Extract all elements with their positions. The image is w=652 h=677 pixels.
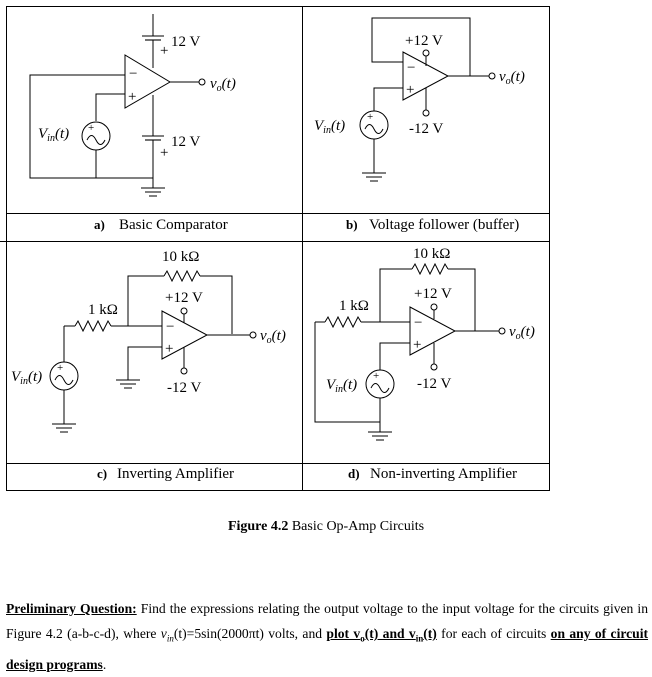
circuit-b-follower: +12 V − + vo(t) + Vin(t) -12 V b) Voltag… <box>314 17 525 233</box>
inverting-sign: − <box>407 60 415 76</box>
vout-label-d: vo(t) <box>509 324 535 342</box>
noninverting-sign: + <box>406 82 414 98</box>
question-heading: Preliminary Question: <box>6 601 137 616</box>
noninverting-sign: + <box>165 341 173 357</box>
input-resistor <box>324 315 362 329</box>
rin-label: 1 kΩ <box>88 302 118 318</box>
formula: (t)=5sin(2000πt) <box>173 626 264 641</box>
supply-bottom-plus: + <box>160 145 168 161</box>
feedback-resistor <box>163 269 201 283</box>
source-plus: + <box>367 111 373 123</box>
circuit-d-noninverting: 10 kΩ 1 kΩ − + +12 V vo(t) + Vin(t) <box>314 246 535 482</box>
caption-a: Basic Comparator <box>119 217 228 233</box>
caption-letter-b: b) <box>346 217 358 232</box>
ground-symbol <box>116 379 140 389</box>
op-amp <box>124 54 171 109</box>
supply-top-label: 12 V <box>171 34 200 50</box>
rf-label: 10 kΩ <box>162 249 199 265</box>
source-plus: + <box>373 370 379 382</box>
op-amp <box>409 306 457 356</box>
vin-label-b: Vin(t) <box>314 118 345 136</box>
circuit-c-inverting: 10 kΩ 1 kΩ − + +12 V vo(t) -12 V <box>11 249 286 482</box>
vin-label-a: Vin(t) <box>38 126 69 144</box>
question-text-3: for each of circuits <box>436 626 551 641</box>
supply-top-label: +12 V <box>165 290 203 306</box>
figure-title: Basic Op-Amp Circuits <box>291 519 425 534</box>
question-text-2: volts, and <box>263 626 327 641</box>
source-plus: + <box>57 362 63 374</box>
ground-symbol <box>141 187 165 197</box>
caption-c: Inverting Amplifier <box>117 466 234 482</box>
supply-top-label: +12 V <box>405 33 443 49</box>
inverting-sign: − <box>129 66 137 82</box>
inverting-sign: − <box>414 315 422 331</box>
ac-source-c <box>49 361 79 391</box>
question-text-1: Find the expressions relating the output… <box>6 601 648 641</box>
figure-label: Figure 4.2 <box>227 519 289 534</box>
vin-symbol: vin <box>160 626 174 644</box>
ac-source-d <box>365 369 395 399</box>
circuit-a-comparator: + 12 V − + + Vin(t) vo(t) + 12 V <box>29 14 236 233</box>
input-resistor <box>74 319 112 333</box>
output-terminal <box>488 72 496 80</box>
vout-label-a: vo(t) <box>210 76 236 94</box>
ac-source-a <box>81 121 111 151</box>
ground-symbol <box>52 423 76 433</box>
output-terminal <box>249 331 257 339</box>
supply-top-label: +12 V <box>414 286 452 302</box>
source-plus: + <box>88 122 94 134</box>
plot-phrase: plot vo(t) and vin(t) <box>326 626 437 644</box>
caption-letter-c: c) <box>97 466 107 481</box>
caption-letter-a: a) <box>94 217 105 232</box>
noninverting-sign: + <box>413 337 421 353</box>
vout-label-c: vo(t) <box>260 328 286 346</box>
caption-b: Voltage follower (buffer) <box>369 217 519 233</box>
caption-d: Non-inverting Amplifier <box>370 466 517 482</box>
caption-letter-d: d) <box>348 466 360 481</box>
inverting-sign: − <box>166 319 174 335</box>
output-terminal <box>498 327 506 335</box>
supply-bottom-label: -12 V <box>417 376 451 392</box>
output-terminal <box>198 78 206 86</box>
supply-bottom-label: -12 V <box>409 121 443 137</box>
preliminary-question: Preliminary Question: Find the expressio… <box>6 596 648 677</box>
figure-grid <box>0 6 550 491</box>
vin-label-d: Vin(t) <box>326 377 357 395</box>
vin-label-c: Vin(t) <box>11 369 42 387</box>
supply-top-plus: + <box>160 43 168 59</box>
vout-label-b: vo(t) <box>499 69 525 87</box>
supply-bottom-label: -12 V <box>167 380 201 396</box>
ac-source-b <box>359 110 389 140</box>
supply-bottom-label: 12 V <box>171 134 200 150</box>
question-end: . <box>102 656 107 672</box>
rf-label: 10 kΩ <box>413 246 450 262</box>
ground-symbol <box>368 431 392 441</box>
noninverting-sign: + <box>128 89 136 105</box>
ground-symbol <box>362 172 386 182</box>
rin-label: 1 kΩ <box>339 298 369 314</box>
feedback-resistor <box>411 262 449 276</box>
circuit-figure: + 12 V − + + Vin(t) vo(t) + 12 V <box>0 6 550 491</box>
figure-caption: Figure 4.2 Basic Op-Amp Circuits <box>0 519 652 535</box>
